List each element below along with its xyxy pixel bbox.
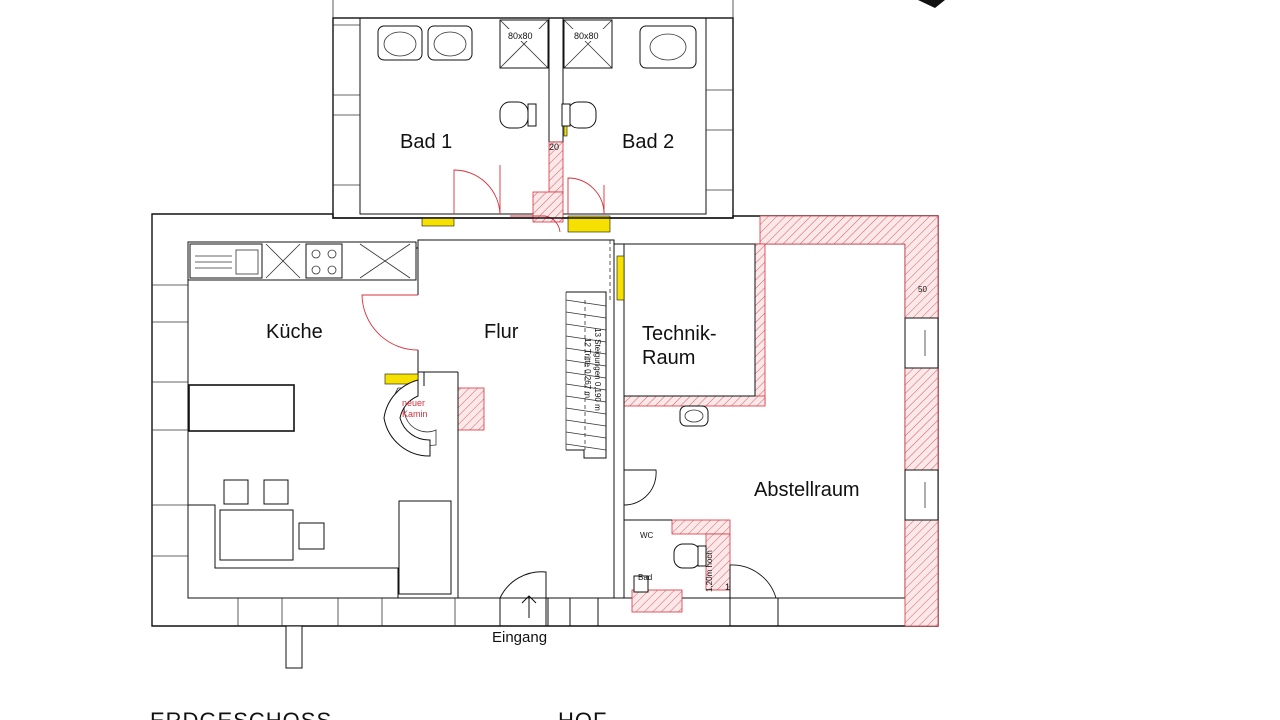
toilet-bad2-icon <box>561 101 597 129</box>
technik-sink-icon <box>679 405 709 427</box>
shower-size-label-left: 80x80 <box>508 31 533 41</box>
wc-label: WC <box>640 531 654 540</box>
bad-small-label: Bad <box>638 573 652 582</box>
staircase <box>565 291 607 459</box>
shower-bad1-icon <box>499 19 549 69</box>
interior-walls <box>417 240 779 626</box>
footer-floor-caption: ERDGESCHOSS <box>150 708 332 720</box>
stove-icon <box>305 243 343 279</box>
hof-door-arc <box>729 564 777 599</box>
sink-bad1-left-icon <box>377 25 423 61</box>
room-label-flur: Flur <box>484 321 519 343</box>
stair-tread <box>565 383 607 391</box>
room-label-kueche: Küche <box>266 321 323 343</box>
wall-thickness-bad: 20 <box>549 142 559 152</box>
demolition-walls <box>457 215 939 627</box>
stair-tread <box>565 359 607 367</box>
footer-hof-caption: HOF <box>558 708 607 720</box>
room-label-technik-line1: Technik- <box>642 323 716 345</box>
stair-tread <box>565 419 607 427</box>
stair-tread <box>565 443 607 451</box>
toilet-bad1-icon <box>499 101 537 129</box>
new-wall-bad1 <box>421 217 455 227</box>
stair-tread <box>565 431 607 439</box>
right-wall-windows <box>904 317 939 521</box>
room-label-bad2: Bad 2 <box>622 131 674 153</box>
wall-thickness-right: 50 <box>918 285 927 294</box>
room-label-bad1: Bad 1 <box>400 131 452 153</box>
wc-toilet-icon <box>633 543 707 593</box>
abstellraum-door-arc <box>623 469 657 506</box>
fireplace-label-line1: neuer <box>402 398 425 408</box>
stair-tread <box>565 335 607 343</box>
stair-tread <box>565 311 607 319</box>
stair-tread <box>565 299 607 307</box>
entrance-label: Eingang <box>492 629 547 646</box>
top-edge-lines <box>332 0 945 18</box>
door-mark: 1 <box>725 582 730 592</box>
stair-tread <box>565 323 607 331</box>
room-label-technik-line2: Raum <box>642 347 695 369</box>
kitchen-counter <box>187 241 417 281</box>
new-wall-technik <box>616 255 625 301</box>
sink-bad1-right-icon <box>427 25 473 61</box>
kitchen-door-arc <box>361 294 419 351</box>
stair-tread <box>565 395 607 403</box>
shower-bad2-icon <box>563 19 613 69</box>
stair-tread <box>565 347 607 355</box>
height-note: 1,20m hoch <box>705 550 714 592</box>
entrance-door <box>499 571 547 626</box>
stair-tread <box>565 407 607 415</box>
stair-treads <box>565 299 607 451</box>
stairs-note-line1: 13 Steigungen 0,190 m <box>593 328 602 411</box>
stair-tread <box>565 371 607 379</box>
sink-bad2-icon <box>639 25 697 69</box>
shower-size-label-right: 80x80 <box>574 31 599 41</box>
house-outer-walls <box>151 213 939 669</box>
kitchen-furniture <box>188 384 452 598</box>
new-wall-flur-top <box>567 215 611 233</box>
stairs-note-line2: 12 Tritte 0,267 m <box>583 338 592 398</box>
fireplace-label-line2: Kamin <box>402 409 428 419</box>
fireplace-icon <box>383 379 437 457</box>
new-wall-kamin <box>384 373 419 385</box>
room-label-abstellraum: Abstellraum <box>754 479 860 501</box>
